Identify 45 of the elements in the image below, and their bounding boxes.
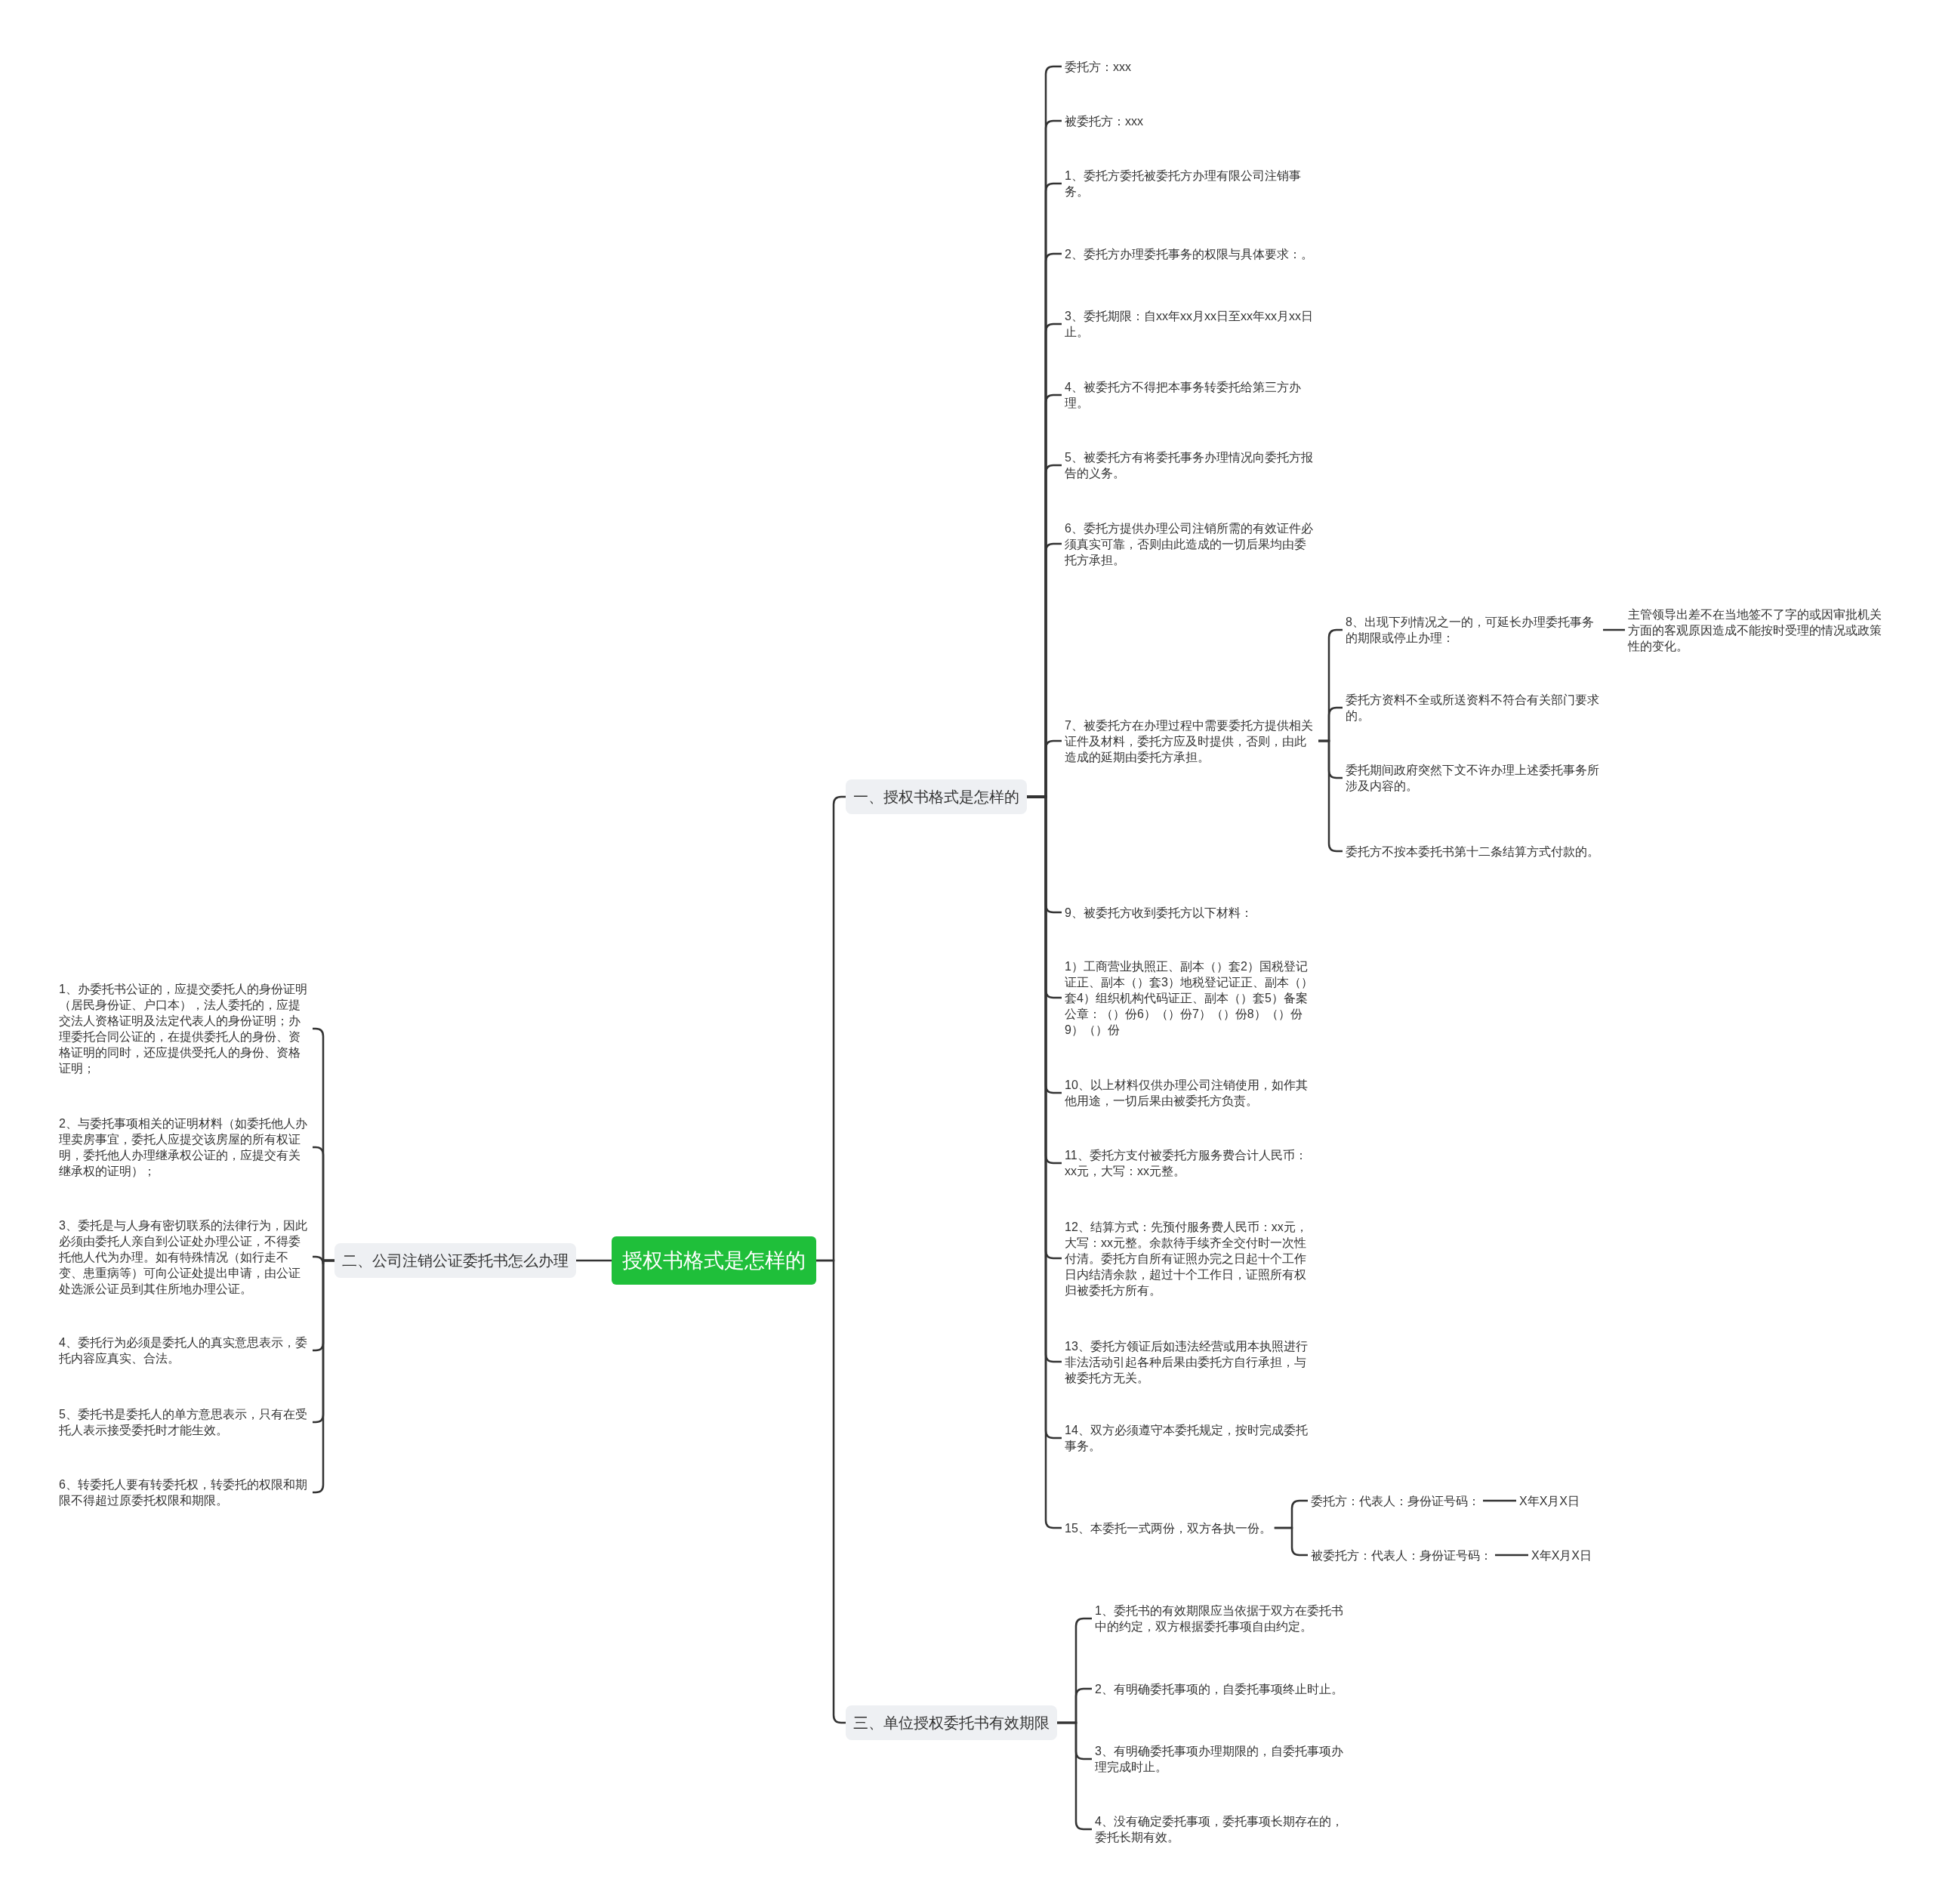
- topic-text: 2、有明确委托事项的，自委托事项终止时止。: [1092, 1680, 1349, 1697]
- topic-text: 被委托方：代表人：身份证号码：: [1308, 1547, 1495, 1563]
- topic-text: 3、委托期限：自xx年xx月xx日至xx年xx月xx日止。: [1062, 308, 1318, 340]
- topic-text: 8、出现下列情况之一的，可延长办理委托事务的期限或停止办理：: [1343, 614, 1603, 646]
- topic-text: 5、被委托方有将委托事务办理情况向委托方报告的义务。: [1062, 449, 1318, 481]
- topic-text: 10、以上材料仅供办理公司注销使用，如作其他用途，一切后果由被委托方负责。: [1062, 1077, 1318, 1109]
- topic-text: 委托方：代表人：身份证号码：: [1308, 1492, 1483, 1509]
- branch-topic: 三、单位授权委托书有效期限: [846, 1705, 1057, 1740]
- topic-text: 12、结算方式：先预付服务费人民币：xx元，大写：xx元整。余款待手续齐全交付时一次性付清。委托方自所有证照办完之日起十个工作日内结清余款，超过十个工作日，证照所有权归被委托方所有。: [1062, 1218, 1318, 1298]
- topic-text: 14、双方必须遵守本委托规定，按时完成委托事务。: [1062, 1422, 1318, 1454]
- topic-text: 6、委托方提供办理公司注销所需的有效证件必须真实可靠，否则由此造成的一切后果均由委托方承担。: [1062, 520, 1318, 568]
- connector-line: [1274, 1526, 1308, 1557]
- topic-text: 15、本委托一式两份，双方各执一份。: [1062, 1520, 1275, 1536]
- topic-text: 主管领导出差不在当地签不了字的或因审批机关方面的客观原因造成不能按时受理的情况或政策性的变化。: [1625, 606, 1885, 654]
- root-topic: 授权书格式是怎样的: [612, 1236, 816, 1285]
- topic-text: 委托方：xxx: [1062, 58, 1134, 75]
- connector-line: [576, 1259, 612, 1262]
- topic-text: 3、有明确委托事项办理期限的，自委托事项办理完成时止。: [1092, 1743, 1349, 1775]
- branch-topic: 一、授权书格式是怎样的: [846, 779, 1027, 814]
- topic-text: 1、委托书的有效期限应当依据于双方在委托书中的约定，双方根据委托事项自由约定。: [1092, 1603, 1349, 1634]
- topic-text: 11、委托方支付被委托方服务费合计人民币：xx元，大写：xx元整。: [1062, 1147, 1318, 1179]
- topic-text: 1、办委托书公证的，应提交委托人的身份证明（居民身份证、户口本），法人委托的，应提交法人资格证明及法定代表人的身份证明；办理委托合同公证的，在提供委托人的身份、资格证明的同时，还应提供受托人的身份、资格证明；: [56, 981, 313, 1076]
- topic-text: 委托方不按本委托书第十二条结算方式付款的。: [1343, 843, 1603, 859]
- topic-text: 1、委托方委托被委托方办理有限公司注销事务。: [1062, 168, 1318, 199]
- connector-line: [1603, 628, 1625, 631]
- topic-text: 委托期间政府突然下文不许办理上述委托事务所涉及内容的。: [1343, 762, 1603, 794]
- topic-text: X年X月X日: [1516, 1492, 1583, 1509]
- branch-topic: 二、公司注销公证委托书怎么办理: [334, 1243, 576, 1278]
- topic-text: 7、被委托方在办理过程中需要委托方提供相关证件及材料，委托方应及时提供，否则，由此造成的延期由委托方承担。: [1062, 717, 1318, 765]
- topic-text: 4、委托行为必须是委托人的真实意思表示，委托内容应真实、合法。: [56, 1335, 313, 1366]
- topic-text: 1）工商营业执照正、副本（）套2）国税登记证正、副本（）套3）地税登记证正、副本（）套4）组织机构代码证正、副本（）套5）备案公章：（）份6）（）份7）（）份8）（）份9）（）份: [1062, 958, 1318, 1038]
- topic-text: 4、被委托方不得把本事务转委托给第三方办理。: [1062, 379, 1318, 411]
- topic-text: X年X月X日: [1528, 1547, 1595, 1563]
- topic-text: 9、被委托方收到委托方以下材料：: [1062, 904, 1256, 921]
- topic-text: 5、委托书是委托人的单方意思表示，只有在受托人表示接受委托时才能生效。: [56, 1406, 313, 1438]
- topic-text: 2、委托方办理委托事务的权限与具体要求：。: [1062, 245, 1318, 262]
- topic-text: 6、转委托人要有转委托权，转委托的权限和期限不得超过原委托权限和期限。: [56, 1477, 313, 1508]
- topic-text: 3、委托是与人身有密切联系的法律行为，因此必须由委托人亲自到公证处办理公证，不得委托他人代为办理。如有特殊情况（如行走不变、患重病等）可向公证处提出申请，由公证处选派公证员到其住所地办理公证。: [56, 1217, 313, 1297]
- connector-line: [1483, 1499, 1516, 1502]
- topic-text: 委托方资料不全或所送资料不符合有关部门要求的。: [1343, 692, 1603, 724]
- connector-line: [1495, 1554, 1528, 1557]
- topic-text: 2、与委托事项相关的证明材料（如委托他人办理卖房事宜，委托人应提交该房屋的所有权证明，委托他人办理继承权公证的，应提交有关继承权的证明）；: [56, 1116, 313, 1179]
- topic-text: 被委托方：xxx: [1062, 113, 1146, 129]
- topic-text: 13、委托方领证后如违法经营或用本执照进行非法活动引起各种后果由委托方自行承担，与被委托方无关。: [1062, 1338, 1318, 1386]
- topic-text: 4、没有确定委托事项，委托事项长期存在的，委托长期有效。: [1092, 1813, 1349, 1845]
